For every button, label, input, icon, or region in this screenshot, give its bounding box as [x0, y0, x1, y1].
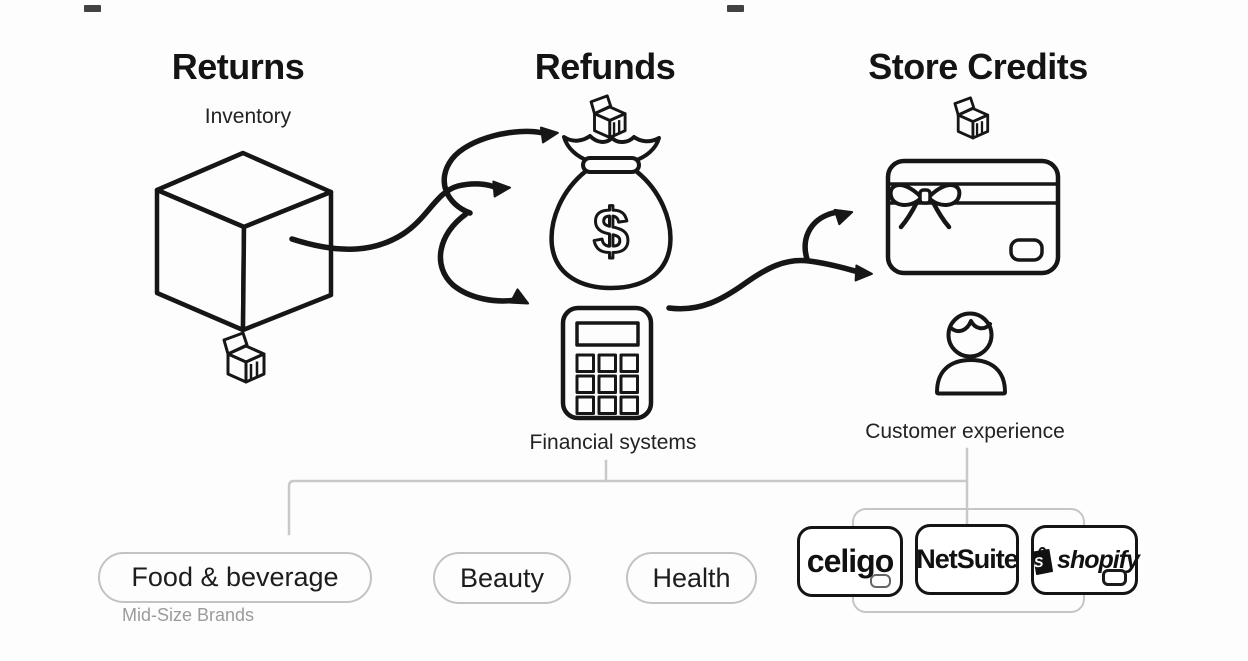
- inventory-cube-icon: [154, 150, 334, 333]
- shopify-chip-icon: [1102, 569, 1127, 586]
- arrowhead: [509, 288, 530, 305]
- arrow-returns-to-refunds: [289, 181, 500, 252]
- connector-lines: [287, 447, 969, 536]
- store-credits-heading: Store Credits: [868, 46, 1088, 87]
- arrow-to-calculator: [437, 211, 519, 304]
- customer-experience-label: Customer experience: [865, 420, 1065, 443]
- arrow-to-moneybag-top: [441, 128, 546, 216]
- celigo-logo-text: celigo: [806, 543, 894, 579]
- shopify-bag-icon: S: [1032, 547, 1054, 575]
- person-icon: [935, 311, 1007, 396]
- dollar-sign: $: [593, 195, 629, 267]
- calculator-icon: [560, 305, 654, 421]
- refunds-heading: Refunds: [534, 46, 676, 87]
- arrowhead: [492, 180, 511, 198]
- arrowhead: [833, 208, 854, 226]
- returns-heading: Returns: [171, 46, 305, 87]
- bow-icon: [888, 183, 962, 230]
- segment-pill-label: Food & beverage: [131, 562, 339, 592]
- integration-badge-shopify: S shopify: [1031, 525, 1140, 595]
- shopify-logo-text: shopify: [1057, 545, 1140, 574]
- package-icon: [222, 331, 266, 384]
- top-artifact-dash: [727, 5, 744, 12]
- integration-badge-celigo: celigo: [797, 526, 903, 597]
- package-icon: [589, 94, 627, 139]
- celigo-chip-icon: [870, 574, 891, 588]
- arrow-calculator-to-card: [666, 257, 862, 312]
- segment-pill-food-beverage: Food & beverage: [98, 552, 372, 603]
- package-icon: [953, 96, 990, 140]
- shopify-monogram: S: [1033, 554, 1044, 571]
- segment-note-mid-size-brands: Mid-Size Brands: [122, 605, 255, 625]
- gift-card-icon: [885, 158, 1061, 276]
- top-artifact-dash: [84, 5, 101, 12]
- arrowhead: [539, 126, 559, 144]
- integration-badge-netsuite: NetSuite: [915, 524, 1019, 595]
- arrowhead: [854, 264, 873, 282]
- inventory-label: Inventory: [204, 105, 292, 128]
- segment-pill-label: Health: [652, 562, 731, 593]
- financial-systems-label: Financial systems: [529, 431, 697, 454]
- segment-pill-label: Beauty: [459, 562, 545, 593]
- segment-pill-beauty: Beauty: [433, 552, 571, 604]
- segment-pill-health: Health: [626, 552, 757, 604]
- money-bag-icon: $: [549, 134, 673, 291]
- netsuite-logo-text: NetSuite: [916, 544, 1019, 574]
